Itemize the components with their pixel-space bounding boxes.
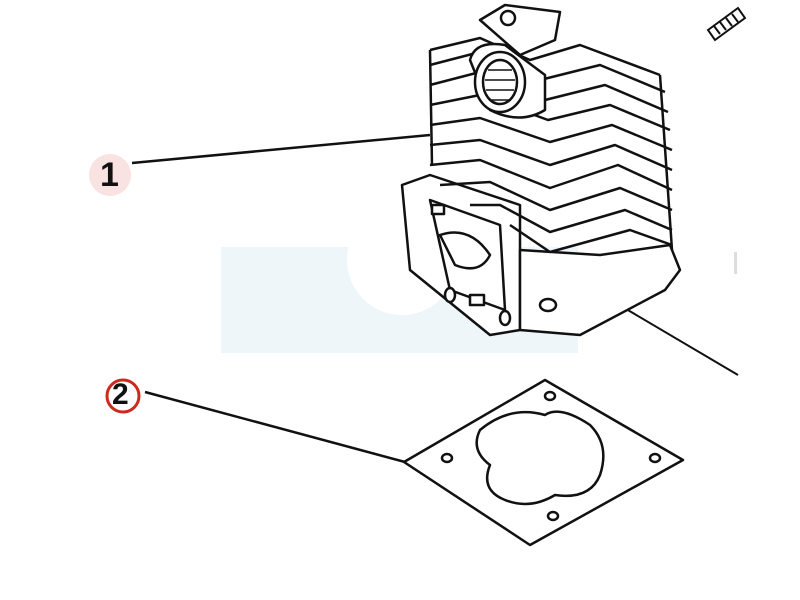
callout-2-circle[interactable] (105, 378, 141, 414)
callout-1-highlight (89, 154, 131, 196)
cylinder-part[interactable] (400, 3, 682, 337)
leader-line-2 (144, 390, 406, 464)
bolt-part (706, 6, 747, 42)
callout-1-label[interactable]: 1 (100, 156, 119, 194)
callout-2-label[interactable]: 2 (112, 378, 129, 411)
gasket-part[interactable] (402, 378, 685, 547)
leader-line-1 (131, 133, 431, 165)
